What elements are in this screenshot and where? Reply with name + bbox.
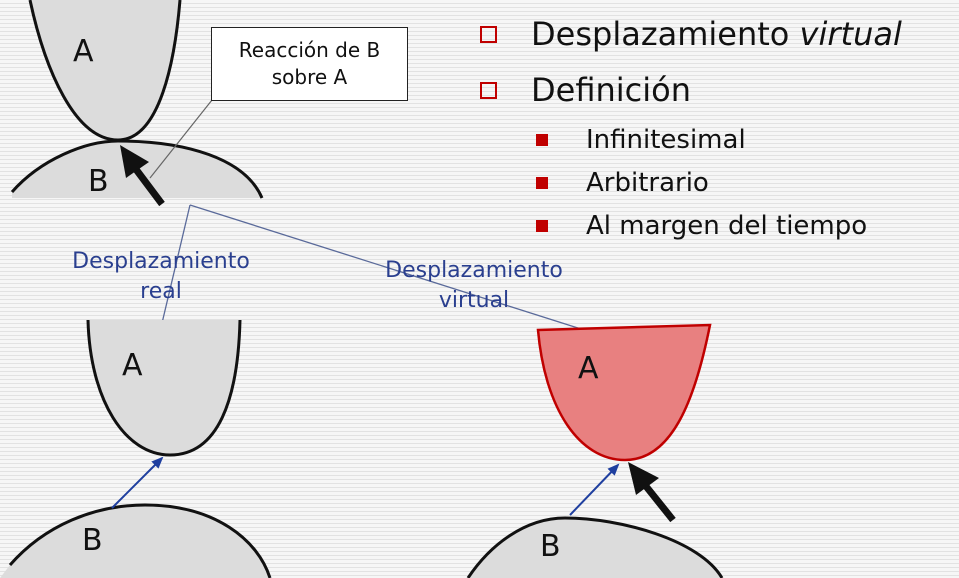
reaction-arrow-bottom-shaft <box>642 482 676 523</box>
top-body-b-outline <box>10 139 264 199</box>
virtual-contact-arrow <box>569 463 620 516</box>
virtual-label-line2: virtual <box>439 288 509 313</box>
bullet-definition: Definición <box>480 62 902 118</box>
callout-pointer-line <box>149 99 213 179</box>
real-contact-arrow <box>111 456 164 509</box>
top-body-a <box>30 0 180 140</box>
sub-bullet-text: Infinitesimal <box>586 124 746 155</box>
sub-bullet-text: Al margen del tiempo <box>586 210 868 241</box>
title-main: Desplazamiento <box>531 15 790 53</box>
callout-line-1: Reacción de B <box>238 38 381 62</box>
filled-square-bullet-icon <box>536 219 548 232</box>
real-label-b: B <box>82 523 103 558</box>
virtual-label-b: B <box>540 529 561 564</box>
virtual-body-b <box>468 518 722 578</box>
reaction-arrow-bottom-head <box>628 462 659 495</box>
virtual-body-a <box>536 323 712 462</box>
reaction-arrow-top-shaft <box>132 165 165 207</box>
callout-line-2: sobre A <box>271 65 348 89</box>
bullet-title: Desplazamiento virtual <box>480 6 902 62</box>
hollow-square-bullet-icon <box>480 81 497 99</box>
top-label-b: B <box>88 164 109 199</box>
real-label-a: A <box>122 348 143 383</box>
virtual-displacement-arrow <box>189 204 641 348</box>
hollow-square-bullet-icon <box>480 25 497 43</box>
bullet-title-text: Desplazamiento virtual <box>531 15 902 53</box>
reaction-arrow-top-head <box>120 145 149 178</box>
definition-text: Definición <box>531 71 691 109</box>
real-displacement-arrow <box>158 204 191 340</box>
real-label-line2: real <box>140 279 182 304</box>
real-body-a-outline <box>86 319 242 457</box>
real-body-a <box>88 320 240 455</box>
filled-square-bullet-icon <box>536 133 548 146</box>
reaction-callout-box: Reacción de B sobre A <box>211 27 408 101</box>
filled-square-bullet-icon <box>536 176 548 189</box>
sub-bullet-text: Arbitrario <box>586 167 709 198</box>
bullet-list: Desplazamiento virtual Definición Infini… <box>480 6 902 247</box>
real-label-line1: Desplazamiento <box>72 249 250 274</box>
real-body-b-outline <box>8 503 272 578</box>
virtual-label-a: A <box>578 351 599 386</box>
real-body-b <box>0 505 270 578</box>
top-label-a: A <box>73 34 94 69</box>
sub-bullet-item: Infinitesimal <box>536 118 902 161</box>
virtual-body-b-outline <box>466 516 724 578</box>
virtual-label-line1: Desplazamiento <box>385 258 563 283</box>
sub-bullet-item: Al margen del tiempo <box>536 204 902 247</box>
sub-bullet-item: Arbitrario <box>536 161 902 204</box>
title-emphasis: virtual <box>799 15 902 53</box>
